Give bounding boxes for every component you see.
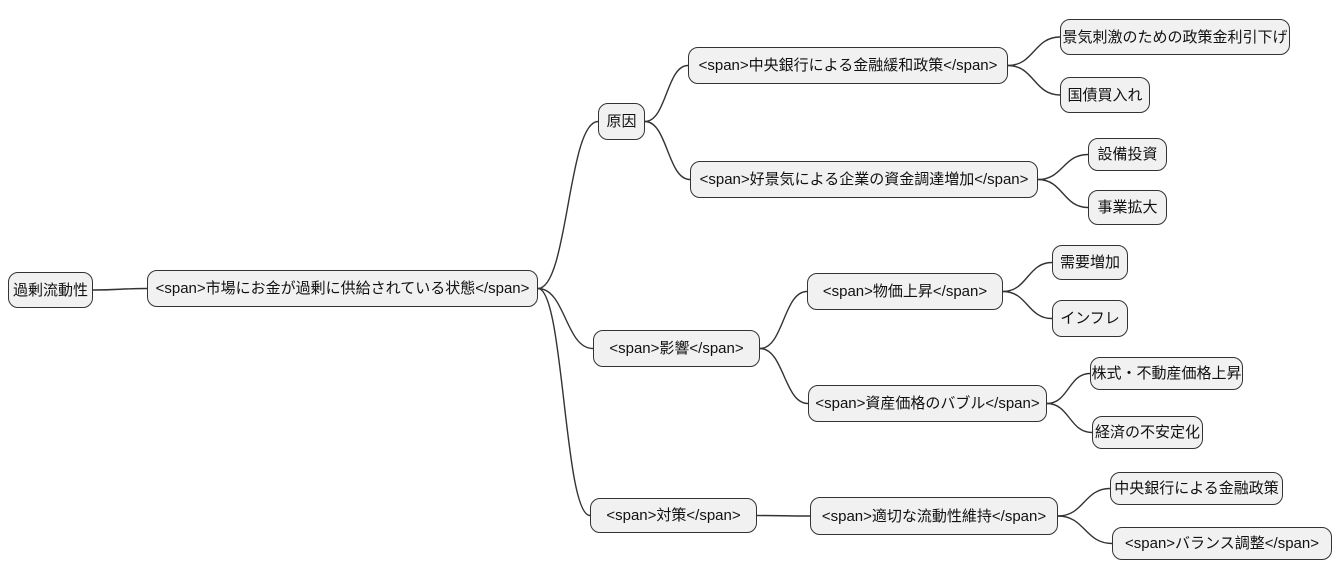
mindmap-node-root: 過剰流動性 [8,272,93,308]
mindmap-node-effect2b: 経済の不安定化 [1092,416,1203,449]
mindmap-node-effect2: <span>資産価格のバブル</span> [808,385,1047,422]
edge-effect2-to-effect2a [1046,372,1091,405]
mindmap-node-effect1a: 需要増加 [1052,245,1128,280]
mindmap-node-definition: <span>市場にお金が過剰に供給されている状態</span> [147,270,538,307]
mindmap-node-effect1: <span>物価上昇</span> [807,273,1003,310]
mindmap-node-cause1: <span>中央銀行による金融緩和政策</span> [688,47,1008,84]
mindmap-node-counter1b: <span>バランス調整</span> [1112,527,1332,560]
edge-root-to-definition [92,287,148,291]
edge-counter1-to-counter1b [1057,515,1113,545]
mindmap-node-effect: <span>影響</span> [593,330,760,367]
edge-counter1-to-counter1a [1057,487,1111,517]
edge-cause1-to-cause1b [1007,64,1061,96]
mindmap-node-counter1: <span>適切な流動性維持</span> [810,497,1058,535]
mindmap-node-cause1a: 景気刺激のための政策金利引下げ [1060,19,1290,55]
edge-cause-to-cause2 [644,120,691,181]
mindmap-node-cause2b: 事業拡大 [1088,190,1167,225]
mindmap-node-effect2a: 株式・不動産価格上昇 [1090,357,1243,390]
edge-definition-to-cause [537,120,599,290]
mindmap-node-effect1b: インフレ [1052,300,1128,337]
mindmap-node-counter: <span>対策</span> [590,498,757,533]
edge-cause2-to-cause2a [1037,153,1089,181]
edge-effect1-to-effect1b [1002,290,1053,320]
edge-definition-to-effect [537,287,594,350]
mindmap-node-counter1a: 中央銀行による金融政策 [1110,472,1283,505]
edge-cause-to-cause1 [644,64,689,123]
mindmap-node-cause2: <span>好景気による企業の資金調達増加</span> [690,161,1038,198]
edge-effect-to-effect2 [759,347,809,405]
mindmap-node-cause: 原因 [598,103,645,140]
edge-definition-to-counter [537,287,591,517]
mindmap-node-cause2a: 設備投資 [1088,138,1167,171]
edge-effect-to-effect1 [759,290,808,350]
edge-effect2-to-effect2b [1046,402,1093,434]
edge-cause1-to-cause1a [1007,36,1061,67]
mindmap-node-cause1b: 国債買入れ [1060,77,1150,113]
edge-counter-to-counter1 [756,514,811,517]
edge-cause2-to-cause2b [1037,178,1089,209]
edge-effect1-to-effect1a [1002,261,1053,293]
